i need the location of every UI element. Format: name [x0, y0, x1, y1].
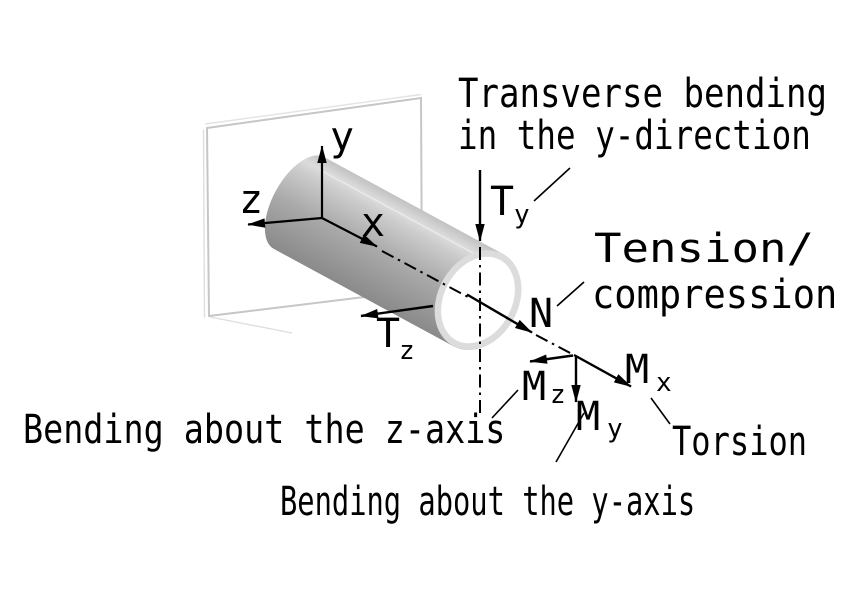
moment-mx-subscript: x [656, 368, 672, 398]
annotation-transverse-line2: in the y-direction [458, 113, 811, 159]
x-axis-label: x [361, 200, 385, 246]
axis-centerline-segment-2 [535, 334, 575, 356]
leader-torsion [650, 397, 671, 425]
torsion-moment-mx-arrow [573, 353, 632, 388]
annotation-torsion: Torsion [672, 419, 807, 465]
y-axis-label: y [330, 114, 354, 160]
moment-mx-symbol: M [625, 347, 649, 393]
moment-mz-subscript: z [550, 380, 566, 410]
annotation-tension-line2: compression [592, 272, 837, 318]
force-symbol-labels: T y T z N M x M y M z [376, 179, 672, 444]
shear-tz-symbol: T [376, 311, 400, 357]
shear-tz-subscript: z [399, 336, 415, 366]
bending-moment-mz-arrow [529, 354, 574, 364]
axis-centerline-segment-1 [381, 250, 469, 298]
leader-tension-compression [556, 281, 585, 307]
annotation-bending-y: Bending about the y-axis [280, 479, 695, 525]
moment-my-symbol: M [576, 394, 600, 440]
shear-force-tz-arrow [360, 304, 434, 319]
cylinder-shaft [264, 155, 522, 350]
force-arrows [360, 170, 632, 403]
normal-force-n-arrow [466, 293, 533, 334]
moment-mz-symbol: M [522, 364, 546, 410]
shear-ty-symbol: T [490, 179, 514, 225]
coordinate-axes: y z x [239, 114, 385, 248]
leader-bending-z [491, 389, 519, 419]
cylinder-highlight-line [319, 169, 498, 267]
annotation-bending-z: Bending about the z-axis [23, 407, 505, 453]
wall-bottom-thickness-edge [209, 316, 293, 334]
annotation-text: Transverse bending in the y-direction Te… [23, 71, 837, 525]
x-axis-arrow [321, 217, 378, 248]
wall-top-thickness-edge [204, 93, 422, 125]
z-axis-label: z [239, 177, 263, 223]
annotation-tension-line1: Tension/ [594, 226, 814, 272]
leader-lines [491, 167, 671, 463]
shear-ty-subscript: y [514, 200, 530, 230]
z-axis-arrow [247, 216, 323, 228]
normal-n-symbol: N [529, 291, 553, 337]
annotation-transverse-line1: Transverse bending [458, 71, 827, 117]
leader-transverse-bending [533, 167, 571, 202]
leader-bending-y [555, 412, 585, 463]
wall-left-thickness-edge [202, 129, 206, 318]
moment-my-subscript: y [607, 414, 623, 444]
centerlines [381, 247, 575, 416]
